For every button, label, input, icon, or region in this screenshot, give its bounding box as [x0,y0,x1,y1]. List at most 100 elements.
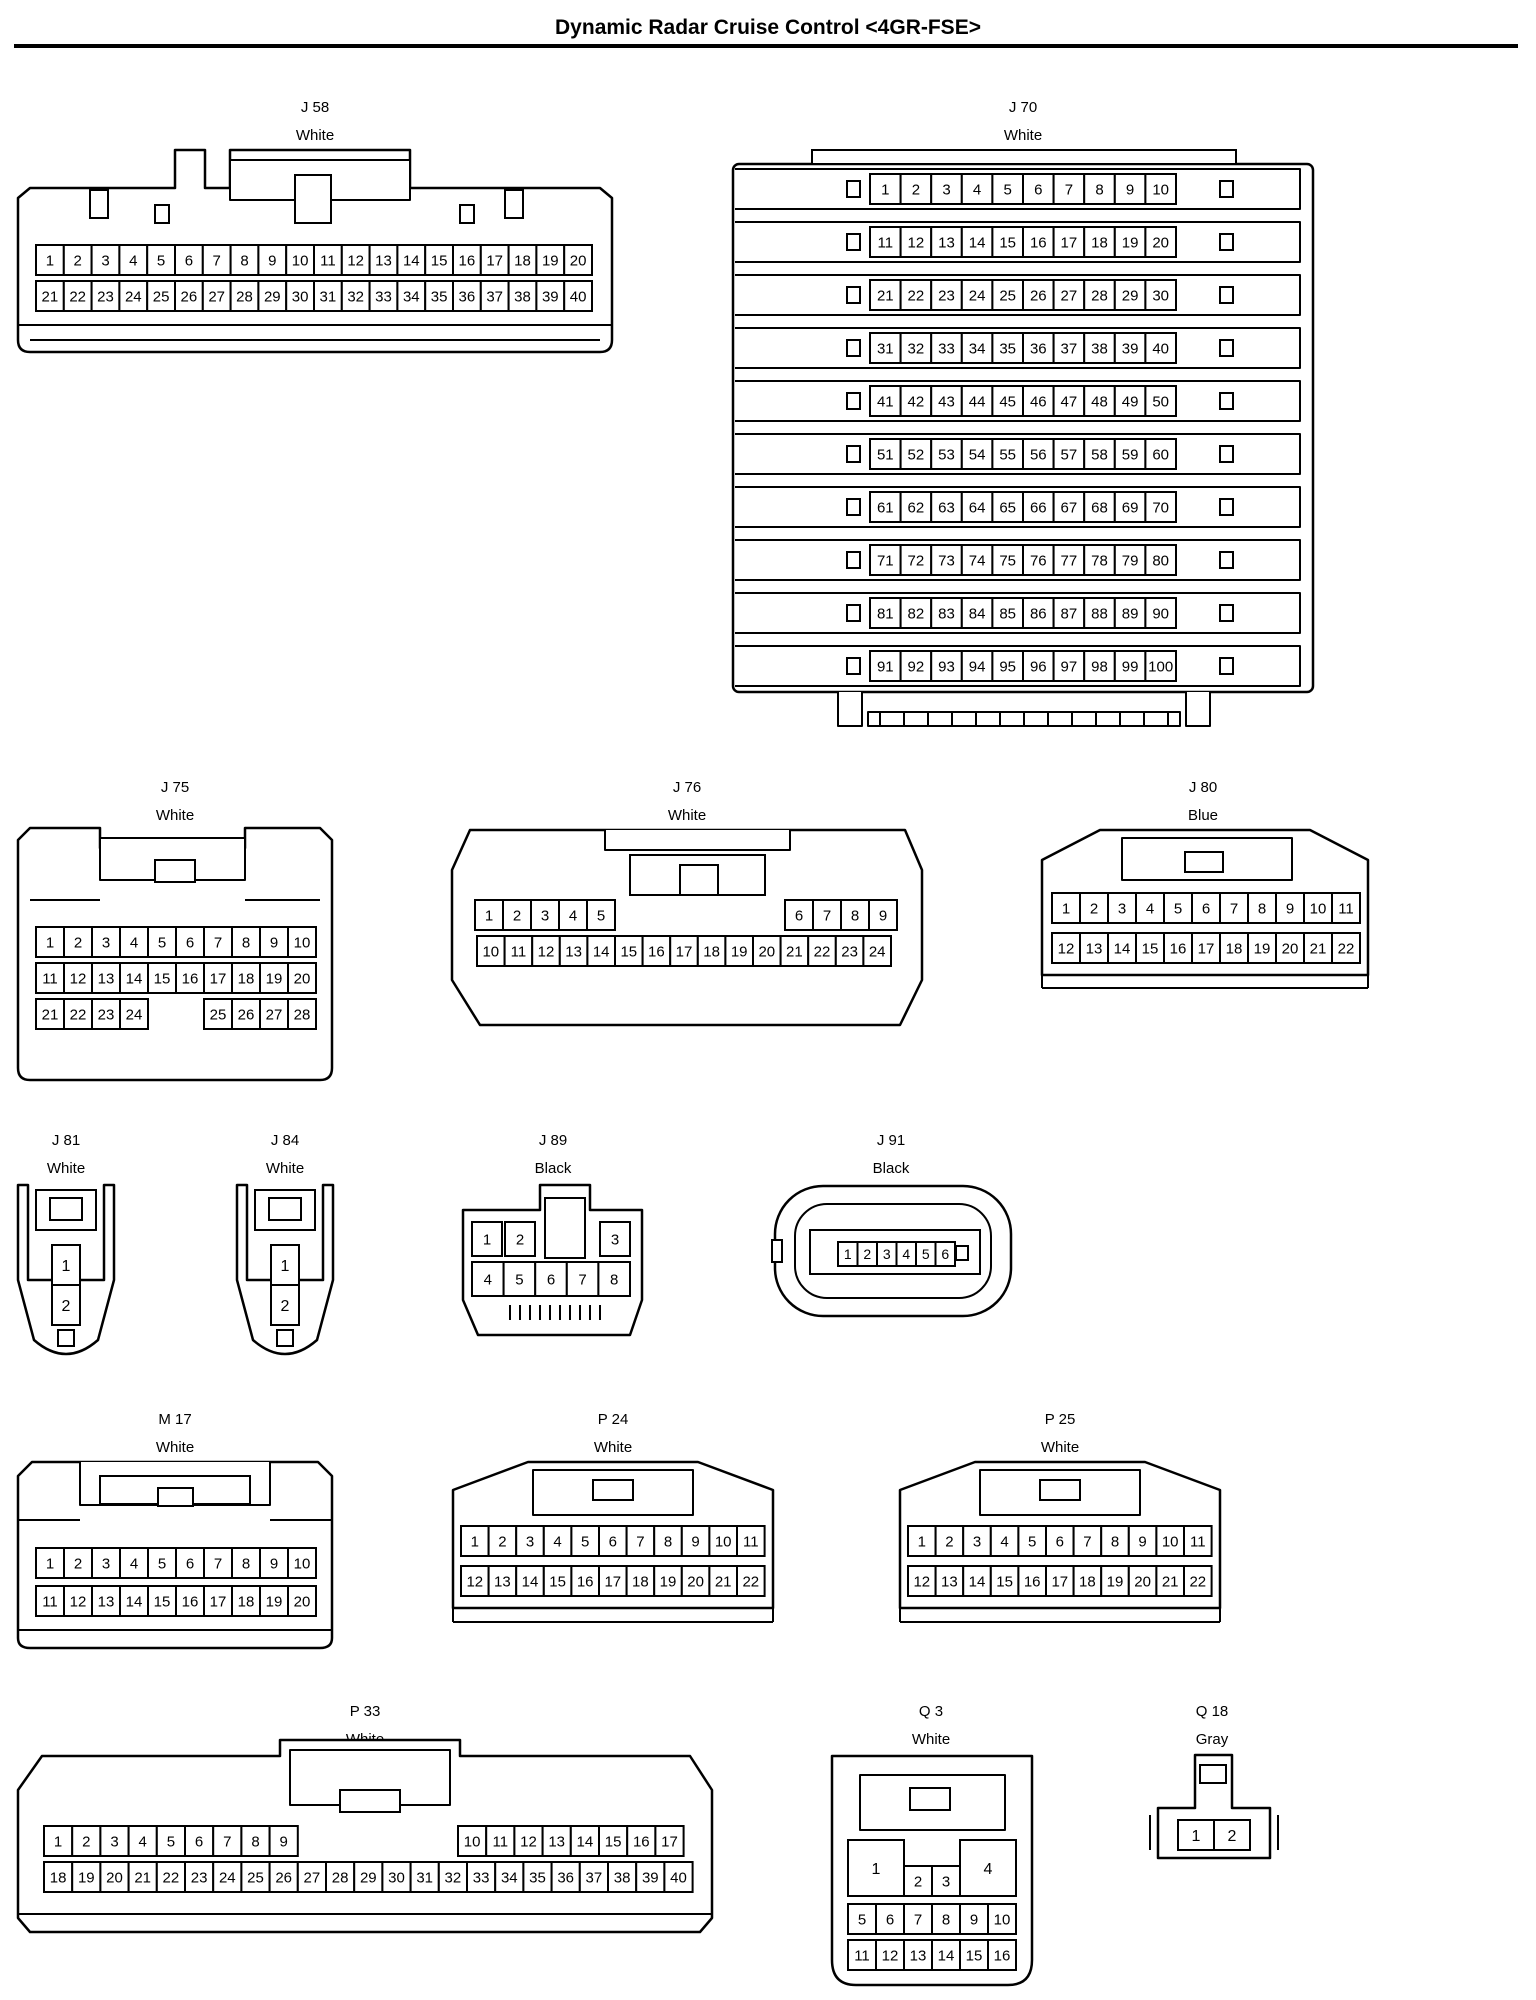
pin-number: 1 [918,1533,926,1550]
pin-cell [43,1825,74,1857]
pin-number: 10 [464,1833,481,1850]
pin-cell [1100,1565,1130,1597]
pin-cell [424,280,455,312]
pin-cell [1303,932,1333,964]
pin-number: 13 [565,943,582,960]
pin-cell [960,544,994,576]
pin-number: 27 [304,1869,321,1886]
pin-number: 16 [633,1833,650,1850]
pin-number: 26 [275,1869,292,1886]
pin-number: 9 [270,1555,278,1572]
pin-number: 15 [620,943,637,960]
connector-p33: P 33White1234567891011121314151617181920… [16,1703,714,1934]
pin-cell [502,1261,537,1297]
pin-cell [396,280,427,312]
pin-number: 17 [661,1833,678,1850]
pin-cell [127,1825,158,1857]
pin-number: 67 [1061,499,1078,516]
pin-cell [550,1861,581,1893]
pin-number: 24 [126,1006,143,1023]
pin-number: 91 [877,658,894,675]
pin-number: 3 [942,1873,950,1890]
pin-number: 19 [1254,940,1271,957]
pin-number: 5 [597,907,605,924]
pin-number: 40 [1152,340,1169,357]
pin-number: 12 [70,970,87,987]
pin-number: 19 [1107,1573,1124,1590]
pin-number: 10 [1152,181,1169,198]
pin-number: 12 [1058,940,1075,957]
pin-number: 33 [473,1869,490,1886]
pin-number: 31 [877,340,894,357]
pin-cell [268,1825,299,1857]
pin-number: 20 [1134,1573,1151,1590]
pin-cell [259,962,289,994]
pin-cell [476,935,506,967]
pin-number: 8 [240,252,248,269]
pin-number: 2 [498,1533,506,1550]
pin-number: 45 [999,393,1016,410]
pin-cell [1113,279,1147,311]
pin-cell [1144,279,1178,311]
pin-number: 16 [648,943,665,960]
pin-number: 6 [186,934,194,951]
pin-number: 1 [46,252,54,269]
pin-number: 54 [969,446,986,463]
pin-cell [1052,385,1086,417]
pin-number: 10 [482,943,499,960]
pin-cell [869,438,902,470]
pin-cell [930,385,963,417]
pin-cell [1144,597,1178,629]
pin-cell [959,1839,1017,1897]
pin-cell [43,1861,74,1893]
pin-cell [119,962,149,994]
pin-number: 1 [844,1246,852,1262]
pin-cell [1022,438,1055,470]
pin-number: 21 [786,943,803,960]
pin-number: 98 [1091,658,1108,675]
pin-cell [1144,332,1178,364]
pin-number: 14 [126,970,143,987]
pin-cell [212,1825,243,1857]
pin-number: 23 [97,288,114,305]
pin-number: 14 [1114,940,1131,957]
pin-cell [479,244,510,276]
pin-cell [1017,1525,1048,1557]
pin-number: 10 [994,1911,1011,1928]
pin-cell [960,650,994,682]
pin-number: 18 [238,970,255,987]
pin-number: 32 [347,288,364,305]
connector-id: Q 3 [919,1703,943,1720]
pin-number: 41 [877,393,894,410]
pin-cell [991,226,1025,258]
pin-cell [1083,385,1116,417]
pin-cell [987,1939,1017,1971]
pin-number: 12 [908,234,925,251]
pin-number: 22 [1189,1573,1206,1590]
pin-cell [287,926,317,958]
pin-number: 18 [703,943,720,960]
pin-number: 70 [1152,499,1169,516]
pin-number: 1 [1062,900,1070,917]
pin-cell [147,1585,177,1617]
pin-cell [270,1284,300,1326]
pin-cell [987,1903,1017,1935]
pin-number: 4 [139,1833,147,1850]
pin-number: 34 [969,340,986,357]
pin-number: 8 [251,1833,259,1850]
pin-number: 58 [1091,446,1108,463]
pin-number: 16 [182,970,199,987]
pin-number: 15 [154,970,171,987]
pin-number: 77 [1061,552,1078,569]
pin-number: 19 [266,1593,283,1610]
pin-number: 5 [858,1911,866,1928]
pin-cell [962,1565,992,1597]
latch-block [679,864,719,896]
pin-number: 19 [542,252,559,269]
pin-number: 32 [908,340,925,357]
pin-number: 2 [82,1833,90,1850]
pin-cell [1135,932,1165,964]
foot [1185,692,1211,727]
pin-number: 1 [1192,1828,1201,1845]
pin-number: 2 [912,181,920,198]
